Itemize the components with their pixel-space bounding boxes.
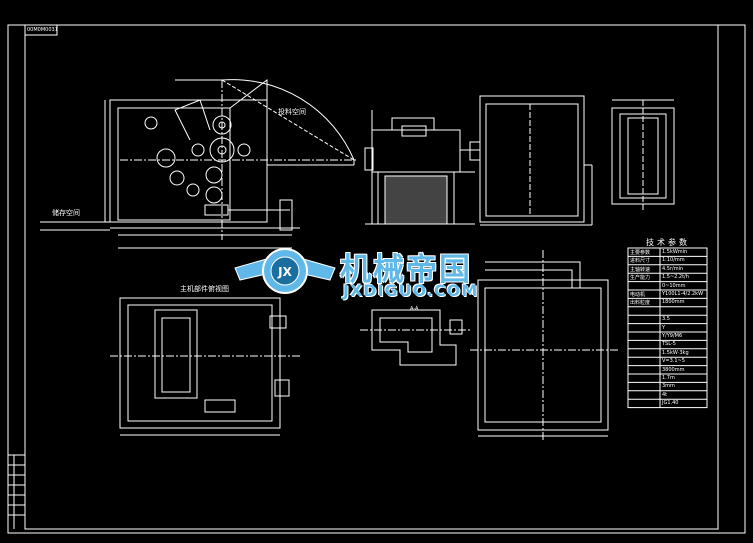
motor-assembly [364,110,481,225]
param-value: 1.5~2.2t/h [662,274,689,281]
param-name: 主轴转速 [630,266,651,273]
param-value: 1.5kWmin [662,249,688,255]
main-elevation-view [40,78,358,249]
param-value: 0~10mm [662,282,686,289]
params-table-grid [627,247,708,409]
param-value: 1.7m [662,375,675,381]
watermark-en-text: JXDIGUO.COM [343,281,479,300]
param-name: 主要参数 [630,250,651,256]
param-value: 1800mm [662,299,685,306]
title-block-code: 00M0M0031 [27,27,58,33]
param-name: 生产能力 [630,275,651,282]
param-value: V=3.1~5 [662,358,685,365]
param-value: TSL-5 [662,341,676,348]
param-value: 4.5r/min [662,265,684,272]
jxdiguo-logo: JX [234,248,336,294]
feed-space-label: 投料空间 [278,108,306,116]
param-value: 3mm [662,383,675,390]
watermark-cn-text: 机械帝国 [340,252,472,288]
top-plan-view [110,297,300,436]
param-value: 3.5 [662,316,670,323]
param-value: Y/Y9/M6 [662,333,683,339]
param-name: 进料尺寸 [630,258,651,265]
param-value: 1.5kW·3kg [662,349,689,356]
params-table-title: 技术参数 [646,238,690,247]
section-label: A-A [410,306,419,312]
hopper-top-view [611,99,675,210]
param-name: 电动机 [630,292,646,298]
param-value: JG1.40 [662,400,679,407]
storage-space-label: 储存空间 [52,209,80,217]
param-value: 4t [662,391,668,398]
logo-letters: JX [277,265,292,279]
param-value: 1:10/mm [662,257,685,264]
param-name: 出料粒度 [630,300,651,307]
hopper-side-view [479,95,593,226]
base-frame-plan [470,250,620,440]
section-view [360,309,470,366]
inner-frame [24,24,719,530]
top-view-label: 主机部件俯视图 [180,285,229,293]
param-value: 3800mm [662,366,685,373]
left-margin-strip [8,454,25,529]
param-value: Y [662,324,666,331]
param-value: Y100L1-4/2.2kW [662,291,704,297]
